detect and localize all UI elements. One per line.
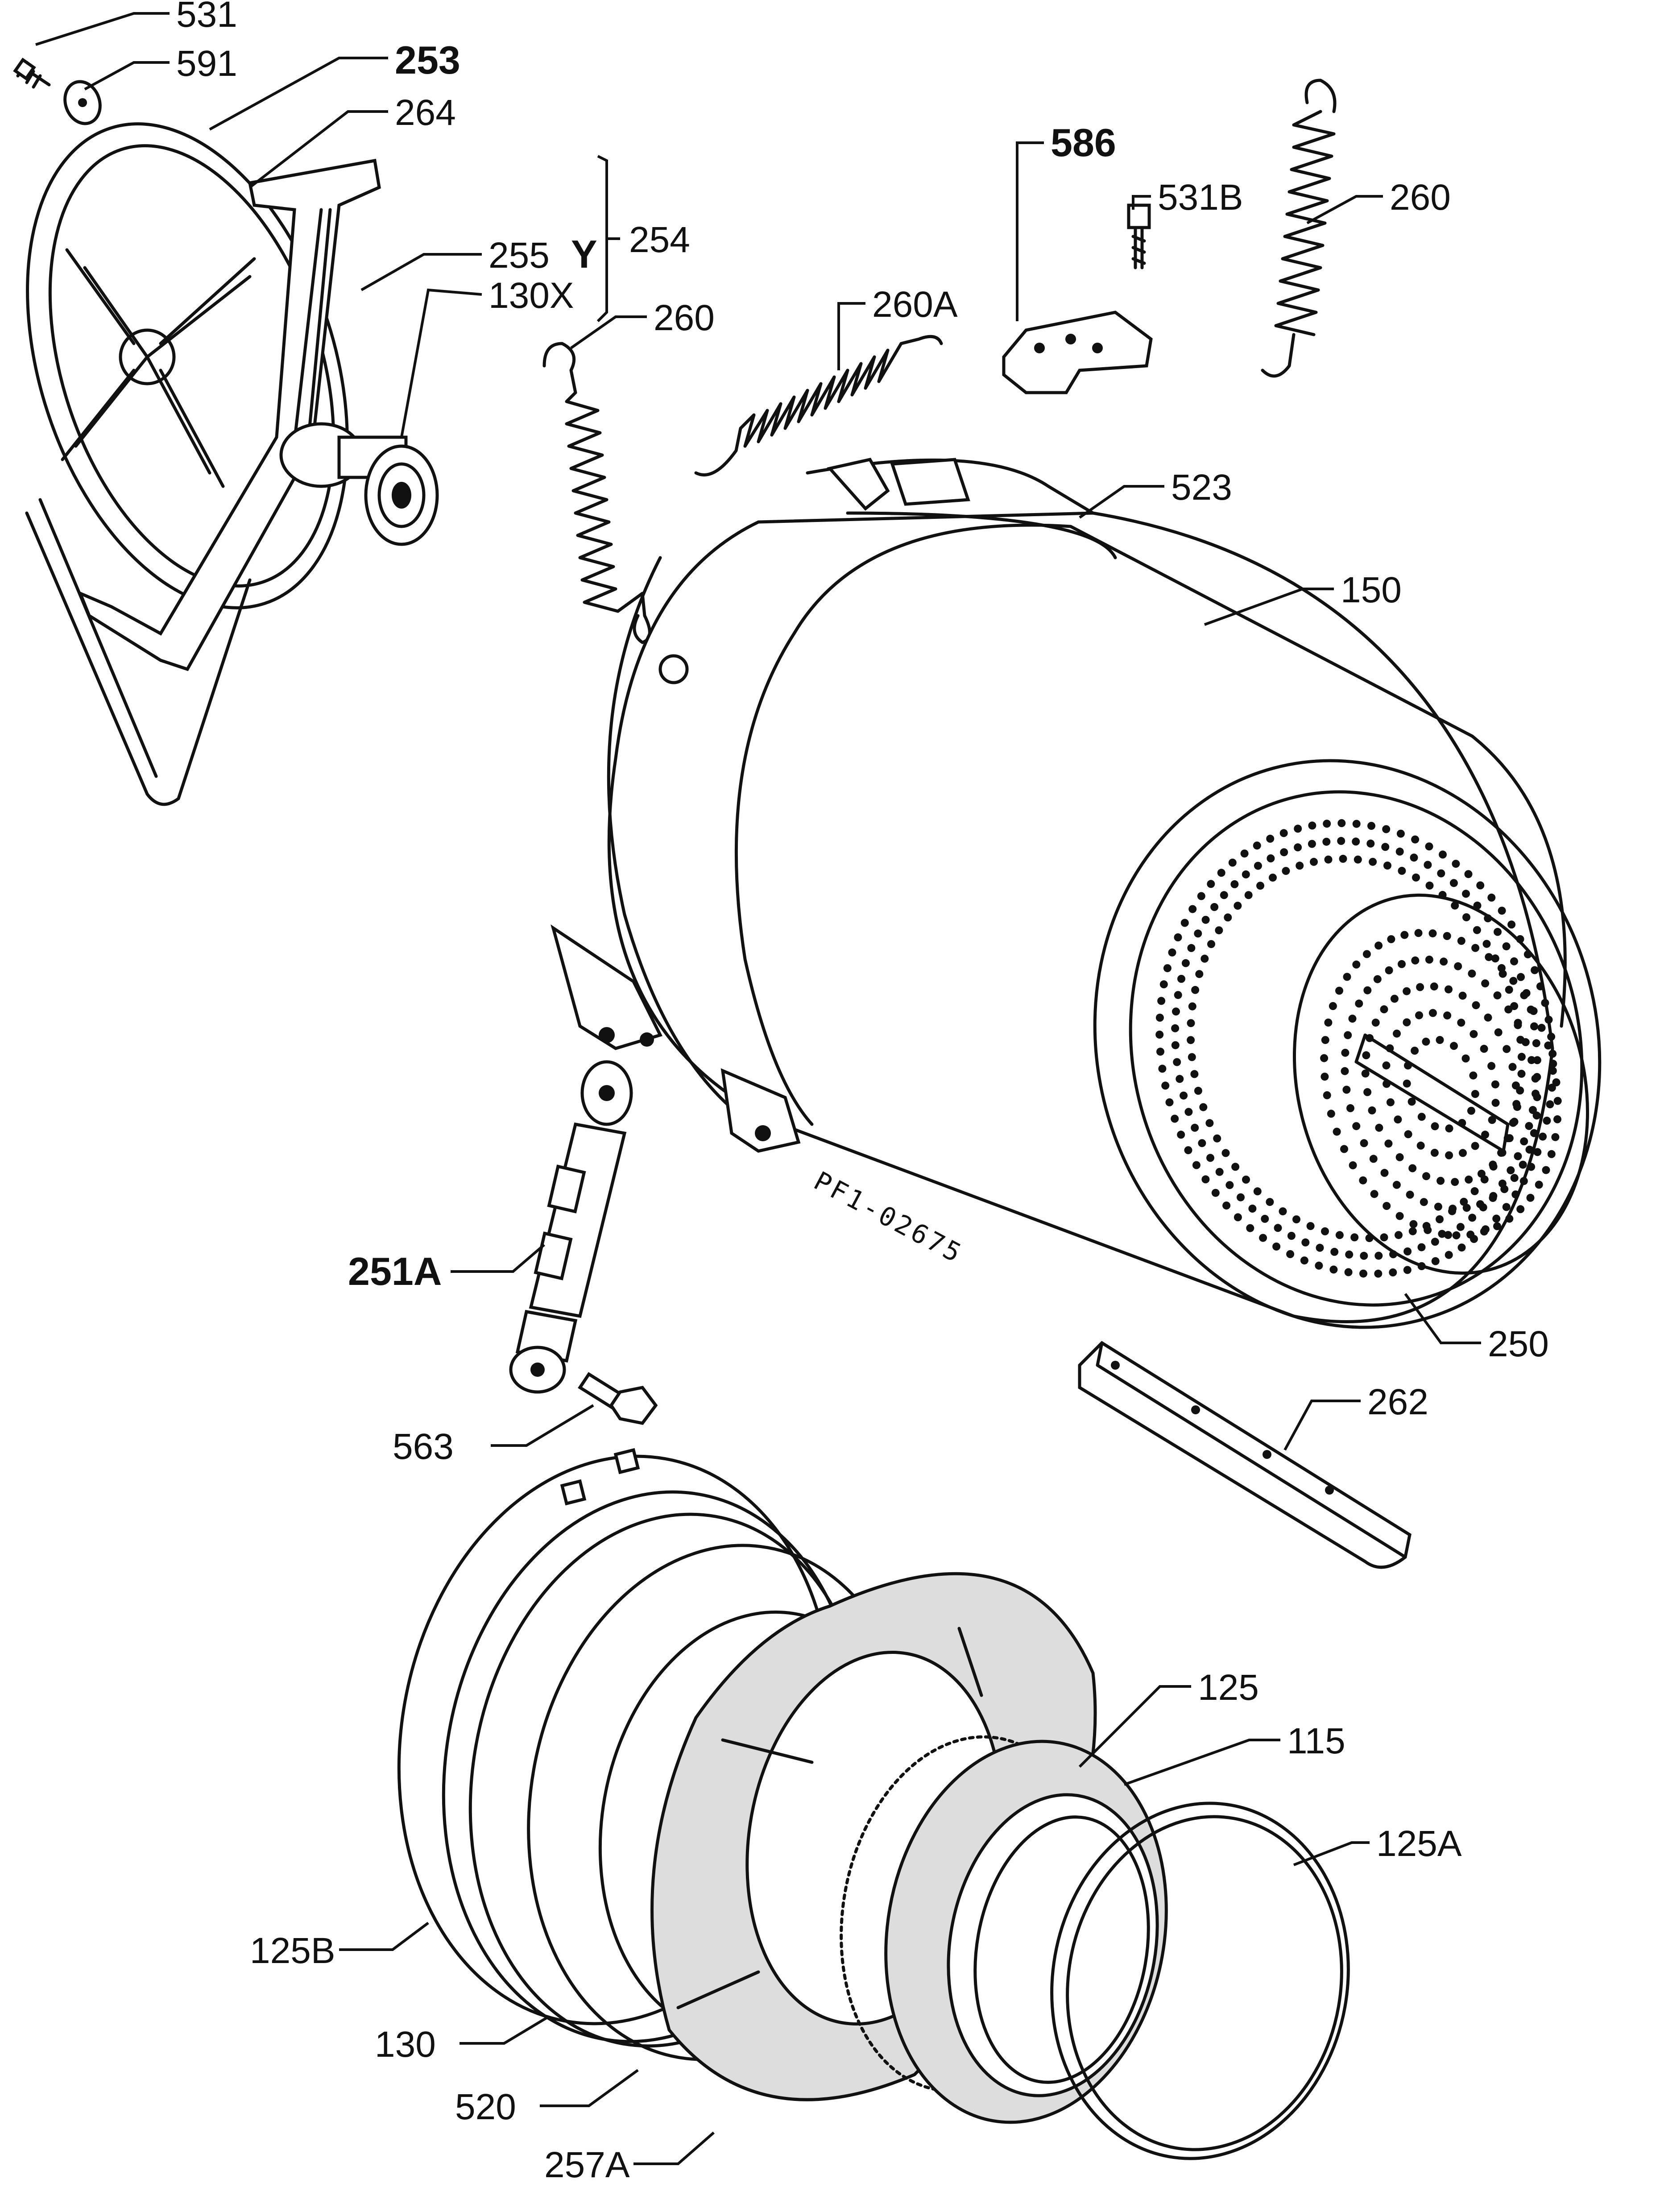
spring-260-right [1261, 79, 1337, 378]
label-130: 130 [375, 2024, 436, 2065]
label-250: 250 [1488, 1324, 1549, 1364]
label-531b: 531B [1158, 177, 1243, 218]
bracket-586 [1002, 311, 1153, 394]
label-531: 531 [176, 0, 237, 35]
tub-lugs [551, 654, 801, 1153]
spring-260a [694, 335, 943, 476]
drum-150 [734, 523, 1602, 1329]
label-257a: 257A [544, 2145, 630, 2185]
label-262: 262 [1367, 1382, 1428, 1422]
shock-absorber-251a [509, 1060, 633, 1394]
drum-perforations [1155, 819, 1562, 1278]
label-251a: 251A [348, 1249, 442, 1293]
label-586: 586 [1051, 120, 1116, 165]
label-255: 255 [488, 235, 550, 276]
screw-531b [1127, 203, 1151, 269]
label-254: 254 [629, 220, 690, 260]
label-125a: 125A [1376, 1823, 1462, 1864]
label-591: 591 [176, 43, 237, 84]
label-150: 150 [1341, 570, 1402, 610]
tub-250 [607, 511, 1554, 1323]
label-523: 523 [1171, 467, 1232, 508]
bolt-563 [578, 1372, 658, 1425]
clamp-ring-125a [1050, 1802, 1350, 2160]
door-seal-115 [884, 1740, 1168, 2124]
label-260-left: 260 [654, 298, 715, 338]
label-260a: 260A [872, 284, 958, 325]
pulley-spider-264 [77, 158, 381, 671]
label-563: 563 [393, 1426, 454, 1467]
label-115: 115 [1287, 1721, 1345, 1761]
label-253: 253 [395, 38, 460, 82]
shaft-255 [279, 422, 439, 546]
part-labels: 531 591 253 264 254 255 Y 130X 260 260A … [176, 0, 1549, 2185]
label-125b: 125B [250, 1930, 335, 1971]
leader-lines [35, 12, 1481, 2165]
ring-523 [806, 458, 1095, 515]
label-264: 264 [395, 92, 456, 133]
label-260-right: 260 [1390, 177, 1451, 218]
label-130x: 130X [488, 275, 574, 316]
label-255-suffix: Y [571, 232, 597, 276]
pulley-253 [25, 122, 349, 806]
washer-591 [63, 80, 102, 125]
label-125: 125 [1198, 1667, 1259, 1708]
spring-260-left [542, 342, 651, 644]
label-520: 520 [455, 2087, 516, 2127]
counterweight-262 [1078, 1341, 1412, 1569]
screw-531 [13, 58, 51, 89]
